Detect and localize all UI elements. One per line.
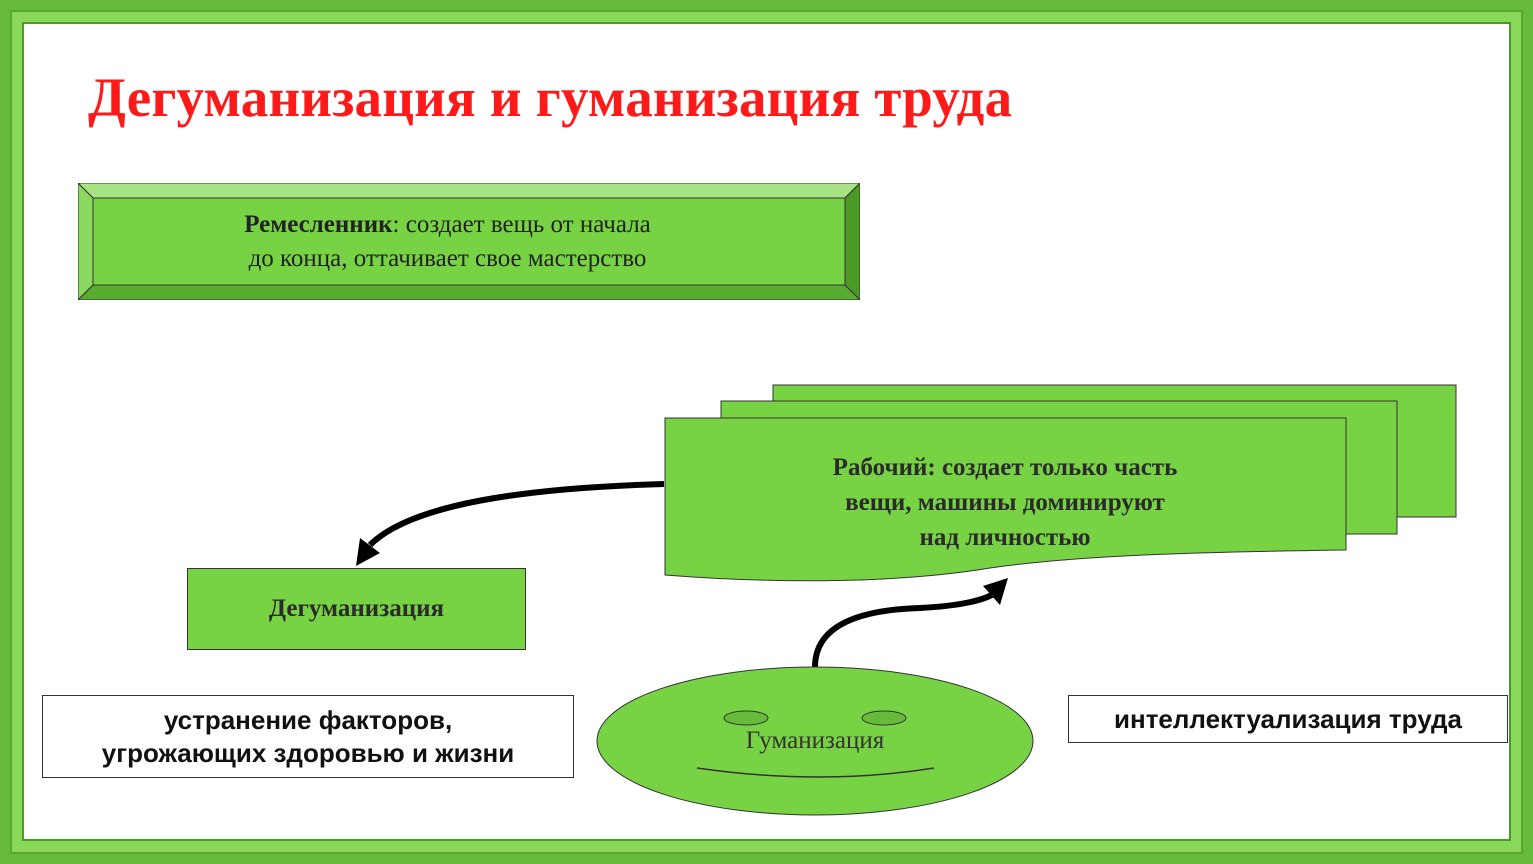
factor-right-label: интеллектуализация труда [1114,703,1462,734]
craftsman-bold: Ремесленник [244,211,393,238]
dehumanization-label: Дегуманизация [268,595,445,622]
arrow-head-left [356,538,380,566]
craftsman-line1: : создает вещь от начала [392,211,651,238]
factor-right-box: интеллектуализация труда [1068,695,1508,743]
arrow-head-up [983,578,1008,605]
humanization-label: Гуманизация [745,727,885,754]
slide-title: Дегуманизация и гуманизация труда [88,67,1013,128]
craftsman-text: Ремесленник: создает вещь от начала до к… [95,208,800,276]
doc-front-sheet [664,417,1347,582]
factor-left-line1: устранение факторов, [163,704,453,735]
arrow-from-humanization [812,590,997,668]
face-left-eye [723,710,769,726]
craftsman-box [78,183,860,300]
humanization-ellipse [596,666,1034,816]
dehumanization-box: Дегуманизация [187,568,526,650]
worker-line1: Рабочий: создает только часть [832,454,1178,481]
factor-left-line2: угрожающих здоровью и жизни [101,737,515,768]
arrow-to-dehumanization [367,481,665,548]
worker-text: Рабочий: создает только часть вещи, маши… [690,450,1320,555]
craftsman-line2: до конца, оттачивает свое мастерство [248,245,647,272]
factor-left-box: устранение факторов, угрожающих здоровью… [42,695,574,778]
worker-line3: над личностью [919,524,1091,551]
worker-line2: вещи, машины доминируют [845,489,1165,516]
face-smile [696,767,935,778]
face-right-eye [861,710,907,726]
